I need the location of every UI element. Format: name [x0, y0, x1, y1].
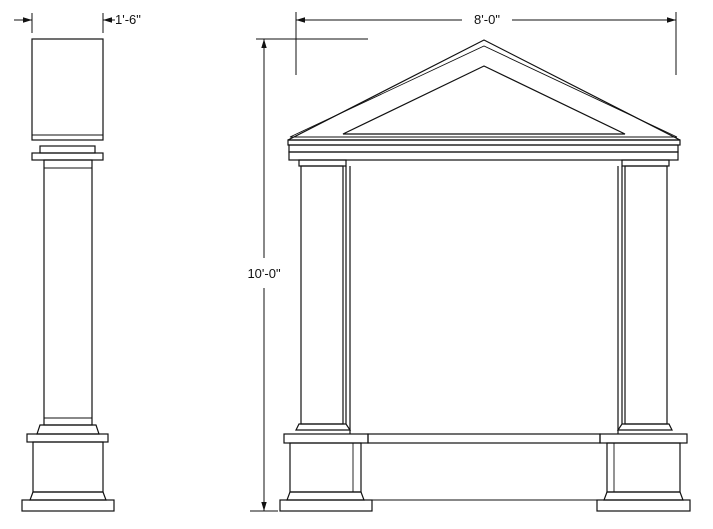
side-entablature: [31, 38, 104, 141]
side-base: [21, 424, 115, 512]
dimension-total-height: 10'-0": [247, 38, 368, 512]
dimension-total-width: 8'-0": [295, 12, 677, 75]
side-capital: [31, 145, 104, 161]
dimension-column-width: 1'-6": [14, 12, 141, 33]
entablature-beam: [288, 144, 679, 161]
side-shaft: [43, 159, 93, 426]
total-height-label: 10'-0": [247, 266, 281, 281]
side-column-elevation: [21, 38, 115, 512]
plinth: [361, 433, 607, 501]
left-column: [279, 159, 373, 512]
column-width-label: 1'-6": [115, 12, 141, 27]
front-portico-elevation: [279, 39, 691, 512]
total-width-label: 8'-0": [474, 12, 500, 27]
pediment: [287, 39, 681, 146]
right-column: [596, 159, 691, 512]
